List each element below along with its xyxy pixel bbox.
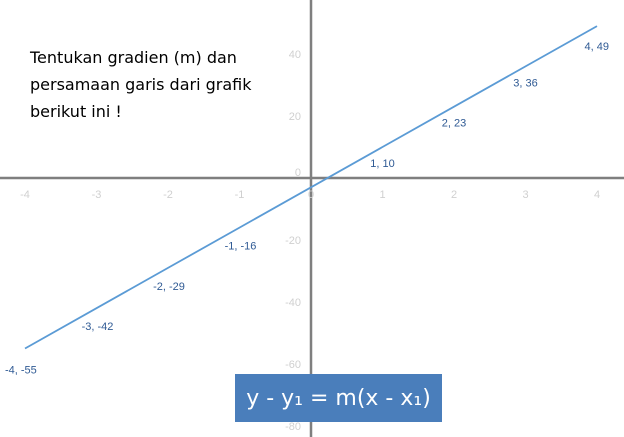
x-tick-label: -2 (163, 189, 173, 201)
question-text: Tentukan gradien (m) dan persamaan garis… (30, 48, 252, 121)
y-tick-label-origin: 0 (295, 167, 301, 179)
x-tick-label: 1 (379, 189, 385, 201)
data-labels: -4, -55 -3, -42 -2, -29 -1, -16 1, 10 2, 23 3,… (5, 41, 609, 376)
data-label: 2, 23 (442, 118, 466, 130)
formula-box: y - y₁ = m(x - x₁) (235, 374, 442, 422)
y-tick-label: -20 (285, 235, 301, 247)
data-label: -1, -16 (225, 241, 257, 253)
y-tick-label: -40 (285, 297, 301, 309)
x-tick-label: 3 (522, 189, 528, 201)
formula-text: y - y₁ = m(x - x₁) (246, 385, 431, 411)
y-tick-label: -60 (285, 359, 301, 371)
data-label: -3, -42 (82, 321, 114, 333)
x-tick-label: 2 (451, 189, 457, 201)
x-tick-label: -1 (235, 189, 245, 201)
series-line (24, 25, 598, 350)
y-tick-label: -80 (285, 421, 301, 433)
data-label: 4, 49 (585, 41, 609, 53)
y-tick-label: 20 (289, 111, 301, 123)
y-tick-label: 40 (289, 49, 301, 61)
tick-labels: -4 -3 -2 -1 0 1 2 3 4 -80 -60 -40 -20 20 40 0 (20, 49, 600, 433)
x-tick-label: -3 (92, 189, 102, 201)
data-label: 3, 36 (513, 77, 537, 89)
data-label: -4, -55 (5, 365, 37, 377)
data-label: -2, -29 (153, 281, 185, 293)
data-label: 1, 10 (370, 158, 394, 170)
x-tick-label: -4 (20, 189, 30, 201)
x-tick-label: 4 (594, 189, 600, 201)
series-line-group (24, 25, 598, 350)
x-tick-label: 0 (308, 189, 314, 201)
